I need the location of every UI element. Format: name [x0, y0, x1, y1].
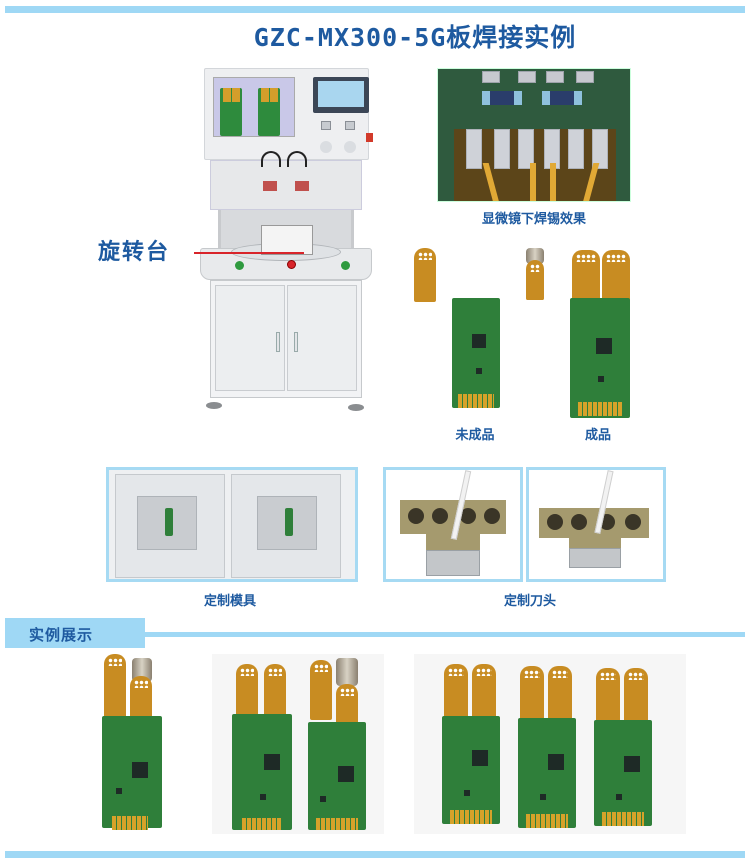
start-button-left	[235, 261, 244, 270]
mold-caption: 定制模具	[203, 594, 256, 609]
pointer-line	[194, 252, 304, 254]
section-title: 实例展示	[28, 626, 93, 644]
page-title: GZC-MX300-5G板焊接实例	[253, 23, 577, 52]
example-photo-1	[96, 654, 166, 834]
machine-head	[204, 68, 373, 160]
touch-panel	[313, 77, 369, 113]
micrograph-caption: 显微镜下焊锡效果	[481, 212, 586, 227]
unfinished-caption: 未成品	[455, 428, 495, 443]
section-divider	[145, 632, 745, 637]
example-photo-2	[212, 654, 384, 834]
custom-knife-photo-1	[383, 467, 523, 582]
rotary-table-label: 旋转台	[98, 240, 171, 265]
welding-head-assembly	[210, 151, 362, 210]
section-header-examples: 实例展示	[5, 618, 145, 648]
bottom-divider	[5, 851, 745, 858]
finished-caption: 成品	[584, 428, 611, 443]
example-photo-3	[414, 654, 686, 834]
power-switch	[366, 133, 373, 142]
machine-photo	[196, 68, 376, 416]
solder-micrograph	[437, 68, 631, 202]
knife-caption: 定制刀头	[503, 594, 556, 609]
top-divider	[5, 6, 745, 13]
custom-knife-photo-2	[526, 467, 666, 582]
start-button-right	[341, 261, 350, 270]
monitor-screen	[213, 77, 295, 137]
fixture	[261, 225, 313, 255]
machine-cabinet	[210, 280, 362, 398]
unfinished-product-photo	[410, 246, 520, 416]
finished-product-photo	[522, 246, 642, 418]
emergency-stop	[287, 260, 296, 269]
custom-mold-photo	[106, 467, 358, 582]
